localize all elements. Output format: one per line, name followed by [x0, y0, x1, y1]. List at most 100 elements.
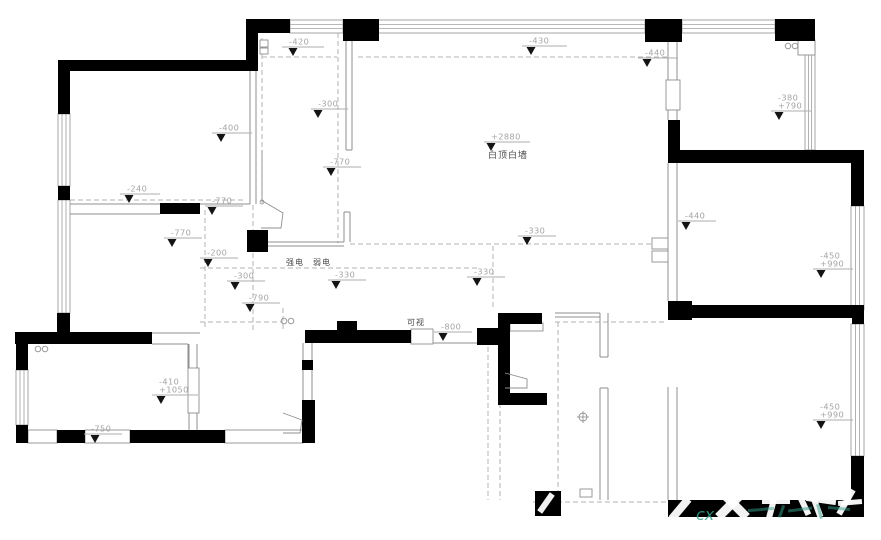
elevation-marker: -240: [120, 184, 160, 203]
door-swing: [504, 372, 528, 389]
elevation-marker: -420: [282, 37, 324, 56]
elevation-triangle-icon: [774, 112, 784, 120]
fixture-box: [797, 39, 816, 56]
elevation-marker: +2880: [484, 132, 530, 151]
wall: [775, 19, 815, 41]
wall: [58, 60, 258, 71]
window: [15, 369, 29, 426]
elevation-marker: -380+790: [771, 93, 811, 120]
elevation-marker: -330: [518, 226, 556, 245]
watermark-glyph: [805, 495, 837, 506]
elevation-value: -420: [289, 37, 309, 47]
elevation-triangle-icon: [167, 239, 177, 247]
window: [850, 205, 865, 311]
elevation-value: -800: [441, 322, 461, 332]
elevation-marker: -330: [467, 267, 505, 286]
wall: [57, 313, 70, 344]
elevation-marker: -800: [434, 322, 472, 341]
elevation-value: -410: [159, 377, 179, 387]
elevation-marker: -450+990: [813, 402, 853, 429]
elevation-triangle-icon: [526, 47, 536, 55]
watermark-glyph: [537, 492, 555, 514]
elevation-value: -380: [778, 93, 798, 103]
elevation-marker: -430: [522, 36, 567, 55]
elevation-value: +2880: [491, 132, 521, 142]
elevation-value: -300: [234, 271, 254, 281]
elevation-marker-layer: -420 -430 -440 -380+790 +2880 -400 -300 -770 -24…: [84, 36, 853, 443]
window-layer: [15, 19, 865, 457]
wall: [246, 19, 290, 33]
outlet-symbol: [34, 345, 49, 353]
wall-line-layer: [63, 33, 678, 500]
text-label: 弱电: [313, 257, 331, 267]
elevation-value: -330: [335, 270, 355, 280]
window: [289, 19, 344, 34]
elevation-triangle-icon: [216, 134, 226, 142]
wall: [16, 332, 28, 370]
elevation-marker: -790: [242, 293, 280, 312]
fixture-box: [651, 237, 669, 250]
watermark-glyph: [827, 506, 851, 511]
wall: [58, 186, 70, 200]
elevation-marker: -440: [678, 211, 716, 230]
elevation-marker: -450+990: [813, 251, 853, 278]
elevation-value: +990: [820, 410, 844, 420]
elevation-value: -330: [474, 267, 494, 277]
elevation-value: -430: [529, 36, 549, 46]
wall: [337, 321, 357, 331]
wall: [58, 60, 70, 114]
fixture-box: [579, 488, 593, 498]
fixture-box: [665, 79, 681, 111]
text-label-layer: 白顶白墙强电弱电可视: [286, 149, 527, 327]
elevation-triangle-icon: [124, 195, 134, 203]
watermark-glyph: [715, 485, 750, 521]
elevation-value: -450: [820, 251, 840, 261]
window: [57, 199, 71, 314]
ceiling-dashed-layer: [70, 33, 668, 503]
elevation-marker: -750: [84, 424, 122, 443]
fixture-box: [259, 39, 269, 48]
outlet-symbol: [280, 317, 295, 325]
window: [681, 19, 776, 34]
elevation-triangle-icon: [438, 333, 448, 341]
elevation-marker: -770: [205, 196, 243, 215]
elevation-triangle-icon: [642, 59, 652, 67]
wall: [686, 305, 864, 318]
elevation-value: -200: [207, 248, 227, 258]
watermark-glyph: [762, 499, 790, 504]
wall: [343, 19, 379, 41]
watermark-glyph: [787, 506, 813, 513]
elevation-value: -400: [219, 123, 239, 133]
elevation-triangle-icon: [90, 435, 100, 443]
elevation-value: -750: [91, 424, 111, 434]
wall: [246, 33, 258, 71]
elevation-value: +790: [778, 101, 802, 111]
elevation-triangle-icon: [156, 396, 166, 404]
fixture-box: [651, 250, 669, 263]
elevation-value: -770: [330, 157, 350, 167]
elevation-value: -770: [171, 228, 191, 238]
text-label: 可视: [407, 317, 425, 327]
symbol-layer: [34, 42, 799, 434]
fixture-box: [410, 328, 434, 345]
wall: [852, 305, 864, 324]
elevation-triangle-icon: [816, 421, 826, 429]
elevation-triangle-icon: [816, 270, 826, 278]
watermark-glyph: [747, 506, 775, 513]
door-swing: [260, 199, 284, 229]
watermark-glyph: [816, 503, 823, 520]
wall: [160, 203, 200, 214]
elevation-marker: -410+1050: [152, 377, 198, 404]
crosshair-symbol: [577, 411, 589, 423]
watermark: cx: [537, 485, 863, 524]
door-swing: [282, 412, 303, 434]
watermark-glyph: [668, 496, 692, 522]
elevation-marker: -440: [638, 48, 678, 67]
elevation-value: -330: [525, 226, 545, 236]
window: [377, 19, 646, 34]
elevation-triangle-icon: [245, 304, 255, 312]
elevation-marker: -300: [227, 271, 265, 290]
window: [850, 323, 865, 457]
